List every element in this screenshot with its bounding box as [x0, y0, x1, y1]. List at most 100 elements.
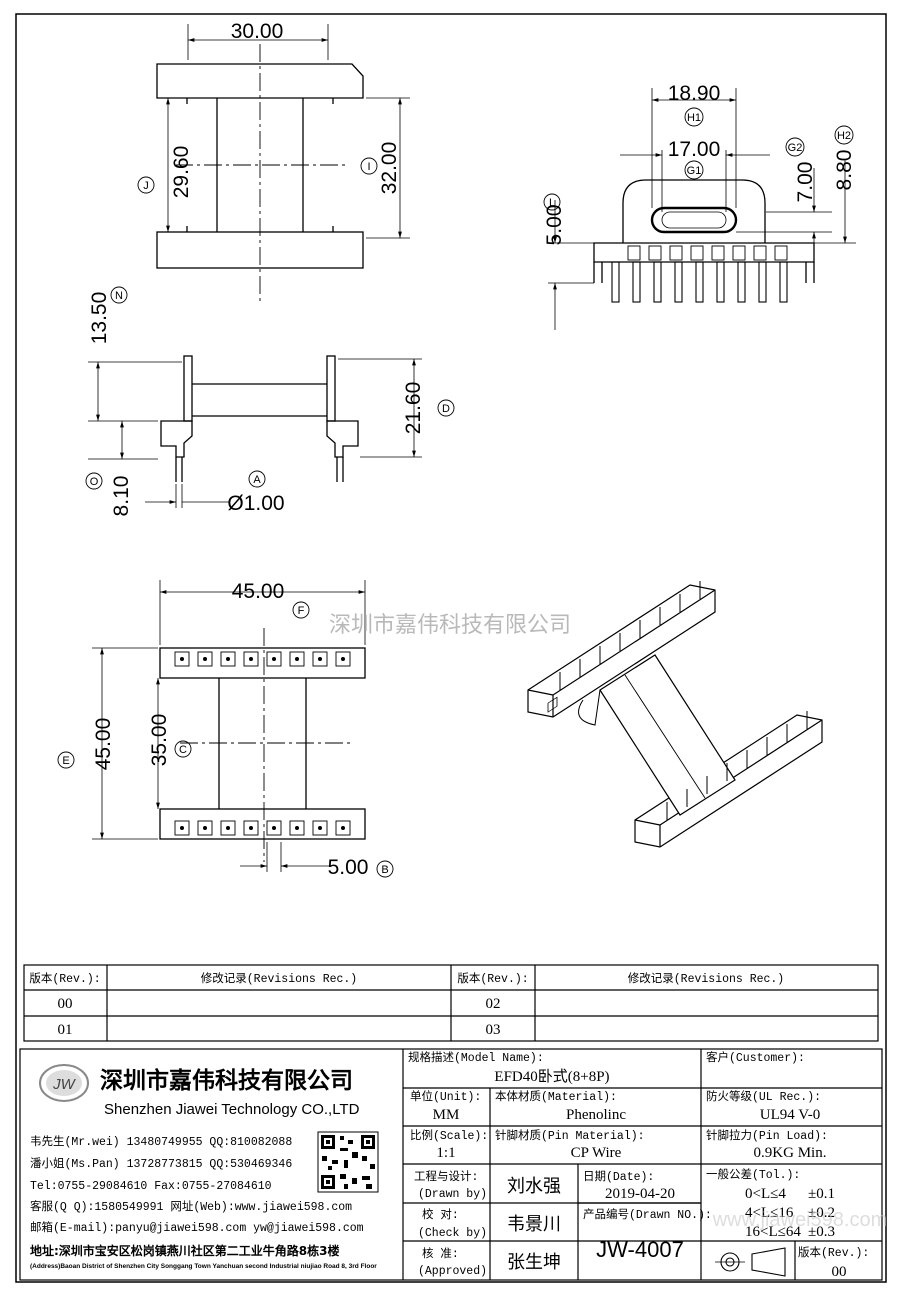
model-value: EFD40卧式(8+8P): [494, 1068, 609, 1085]
tolerance-value-1: ±0.1: [808, 1186, 835, 1202]
ul-label: 防火等级(UL Rec.):: [706, 1089, 821, 1104]
rev-row-1-right: 02: [486, 996, 501, 1012]
svg-text:G1: G1: [687, 165, 702, 177]
approved-label-en: (Approved): [418, 1265, 487, 1278]
side-total-label: D: [437, 399, 455, 417]
svg-text:B: B: [381, 864, 388, 876]
approved-label: 核 准:: [422, 1246, 459, 1261]
svg-text:I: I: [367, 161, 370, 173]
revision-table: [23, 964, 879, 1042]
svg-text:A: A: [253, 474, 261, 486]
svg-text:E: E: [62, 755, 69, 767]
bottom-height-dim: 45.00: [92, 718, 115, 771]
svg-text:D: D: [442, 403, 450, 415]
tolerance-range-3: 16<L≤64: [745, 1224, 801, 1240]
end-base-label: L: [543, 193, 561, 211]
end-inner-height-label: G2: [785, 137, 805, 157]
approved-value: 张生坤: [507, 1252, 561, 1273]
side-pin-label: O: [85, 472, 103, 490]
bottom-view: [92, 580, 366, 872]
drawn-label-en: (Drawn by): [418, 1188, 487, 1201]
company-name-cn: 深圳市嘉伟科技有限公司: [100, 1067, 353, 1094]
qr-code: [317, 1131, 379, 1193]
tolerance-label: 一般公差(Tol.):: [706, 1167, 800, 1182]
projection-symbol: [715, 1247, 786, 1277]
pin-load-label: 针脚拉力(Pin Load):: [706, 1128, 828, 1143]
tolerance-value-2: ±0.2: [808, 1205, 835, 1221]
watermark: 深圳市嘉伟科技有限公司: [329, 613, 571, 638]
customer-label: 客户(Customer):: [706, 1050, 805, 1065]
title-block: [19, 1048, 883, 1281]
top-inner-label: J: [137, 176, 155, 194]
svg-text:G2: G2: [788, 142, 803, 154]
side-top-label: N: [110, 286, 128, 304]
side-pin-height-dim: 8.10: [110, 476, 133, 517]
footer-watermark: www.jiawei598.com: [712, 1209, 888, 1231]
pin-material-value: CP Wire: [571, 1145, 622, 1161]
rev-value: 00: [832, 1264, 847, 1280]
end-outer-height-dim: 8.80: [833, 150, 856, 191]
rev-row-1-left: 00: [58, 996, 73, 1012]
bottom-width-dim: 45.00: [232, 580, 285, 603]
check-label-en: (Check by): [418, 1227, 487, 1240]
tolerance-value-3: ±0.3: [808, 1224, 835, 1240]
svg-text:J: J: [143, 180, 149, 192]
svg-text:H1: H1: [687, 112, 701, 124]
top-outer-height-dim: 32.00: [378, 142, 401, 195]
bottom-width-label: F: [292, 601, 310, 619]
top-width-dim: 30.00: [231, 20, 284, 43]
scale-label: 比例(Scale):: [410, 1128, 488, 1143]
svg-text:O: O: [90, 476, 99, 488]
top-outer-label: I: [360, 157, 378, 175]
drawn-label: 工程与设计:: [414, 1170, 478, 1184]
contact-wei: 韦先生(Mr.wei) 13480749955 QQ:810082088: [30, 1134, 292, 1149]
check-label: 校 对:: [422, 1207, 459, 1222]
side-total-height-dim: 21.60: [402, 382, 425, 435]
material-label: 本体材质(Material):: [495, 1089, 617, 1104]
date-label: 日期(Date):: [583, 1170, 654, 1184]
svg-text:H2: H2: [837, 130, 851, 142]
tolerance-range-1: 0<L≤4: [745, 1186, 786, 1202]
svg-text:C: C: [179, 744, 187, 756]
pin-load-value: 0.9KG Min.: [754, 1145, 827, 1161]
ul-value: UL94 V-0: [760, 1107, 820, 1123]
top-inner-height-dim: 29.60: [170, 146, 193, 199]
rev-header-right: 版本(Rev.):: [457, 971, 528, 986]
pin-material-label: 针脚材质(Pin Material):: [495, 1128, 645, 1143]
scale-value: 1:1: [436, 1145, 455, 1161]
rev-header-left: 版本(Rev.):: [29, 971, 100, 986]
bottom-inner-label: C: [174, 740, 192, 758]
model-label: 规格描述(Model Name):: [408, 1050, 544, 1065]
svg-text:L: L: [549, 197, 555, 209]
side-pin-dia-label: A: [248, 470, 266, 488]
sheet-border: [15, 13, 887, 1283]
svg-text:F: F: [298, 605, 305, 617]
unit-label: 单位(Unit):: [410, 1089, 481, 1104]
bottom-pitch-dim: 5.00: [328, 856, 369, 879]
company-logo: JW: [39, 1064, 89, 1102]
isometric-view: [527, 581, 823, 848]
svg-text:JW: JW: [52, 1076, 77, 1093]
end-base-height-dim: 5.00: [543, 205, 566, 246]
rev-label: 版本(Rev.):: [798, 1245, 869, 1260]
unit-value: MM: [433, 1107, 460, 1123]
date-value: 2019-04-20: [605, 1186, 675, 1202]
company-name-en: Shenzhen Jiawei Technology CO.,LTD: [104, 1101, 360, 1118]
bottom-height-label: E: [57, 751, 75, 769]
rev-row-2-right: 03: [486, 1022, 501, 1038]
end-outer-width-dim: 18.90: [668, 82, 721, 105]
tolerance-range-2: 4<L≤16: [745, 1205, 794, 1221]
side-view: [88, 355, 422, 508]
contact-qq-web: 客服(Q Q):1580549991 网址(Web):www.jiawei598…: [30, 1199, 352, 1214]
contact-email: 邮箱(E-mail):panyu@jiawei598.com yw@jiawei…: [30, 1220, 364, 1235]
side-top-height-dim: 13.50: [88, 292, 111, 345]
top-view: [156, 24, 410, 305]
address-en: (Address)Baoan District of Shenzhen City…: [30, 1263, 377, 1270]
drawing-no-value: JW-4007: [596, 1237, 684, 1262]
drawn-value: 刘水强: [507, 1176, 561, 1197]
end-outer-height-label: H2: [834, 125, 854, 145]
rec-header-left: 修改记录(Revisions Rec.): [201, 971, 357, 986]
address-cn: 地址:深圳市宝安区松岗镇燕川社区第二工业牛角路8栋3楼: [30, 1243, 340, 1258]
bottom-inner-height-dim: 35.00: [148, 714, 171, 767]
